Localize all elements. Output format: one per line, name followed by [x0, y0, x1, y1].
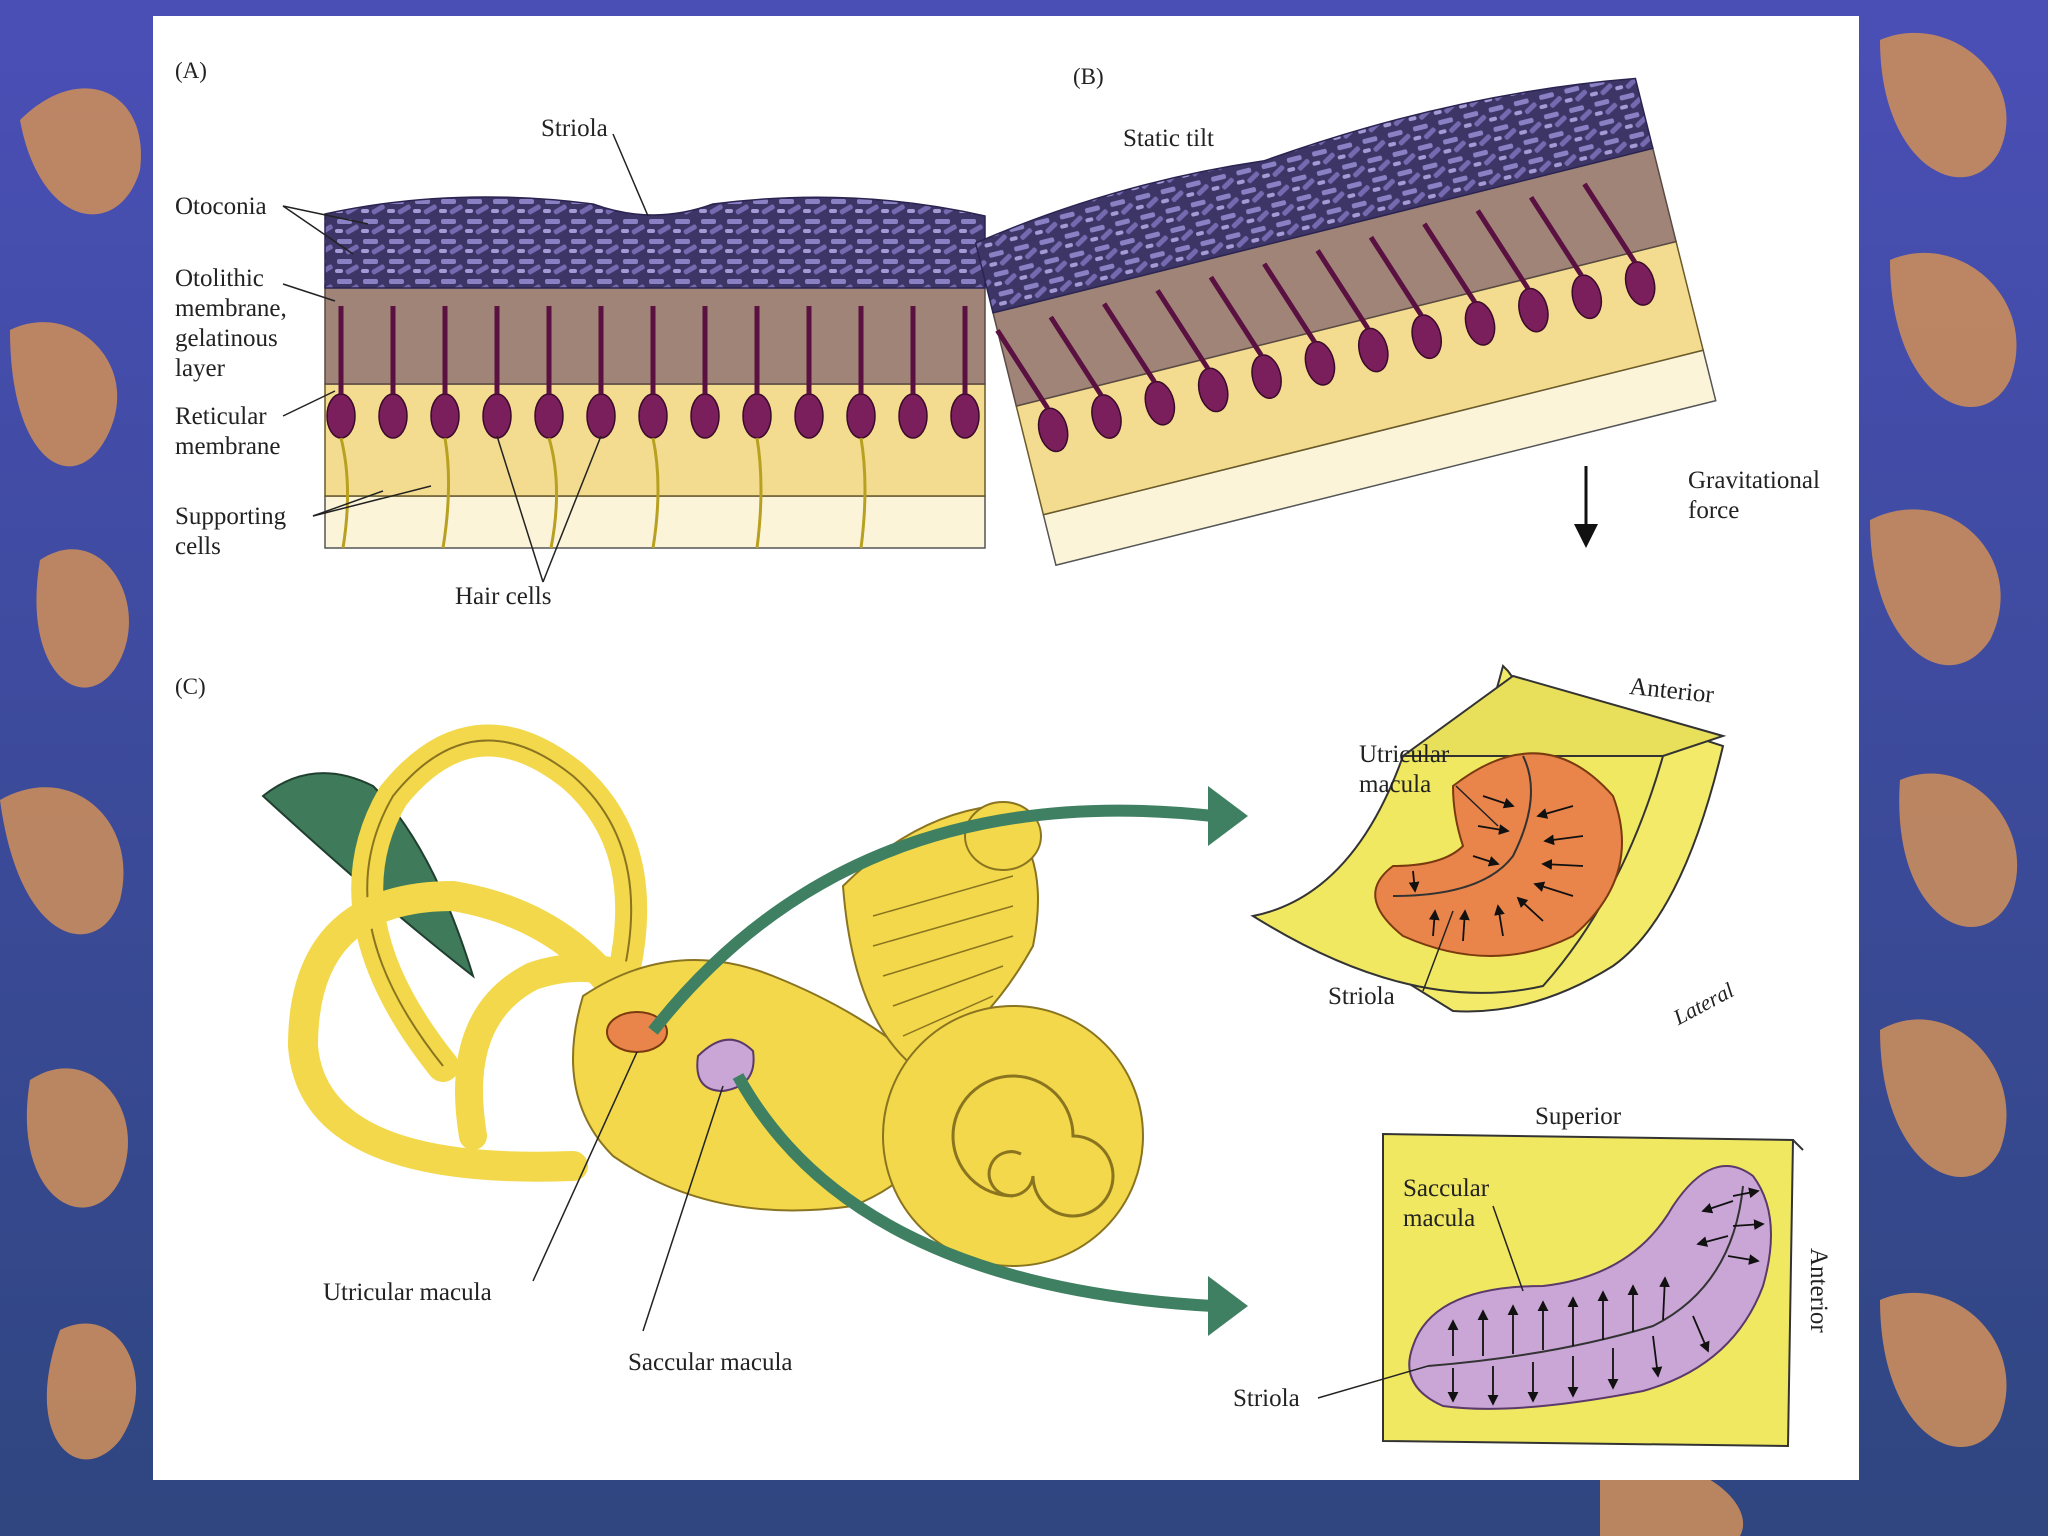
panel-b-illustration — [974, 77, 1717, 567]
semicircular-canal-posterior — [287, 880, 648, 1182]
utricular-macula-shape — [1374, 752, 1623, 957]
utricle-detail — [1250, 664, 1727, 1013]
utricle-polarity-arrows — [1408, 795, 1584, 942]
label-utricular-macula-detail: Utricular macula — [1359, 741, 1450, 798]
utricle-sheet-back — [1399, 674, 1727, 757]
green-arrow-to-saccule — [732, 1073, 1214, 1312]
label-reticular-membrane: Reticular membrane — [175, 403, 281, 460]
panel-c-label: (C) — [175, 674, 206, 699]
panel-a-illustration — [282, 133, 986, 583]
label-superior: Superior — [1535, 1103, 1622, 1130]
label-supporting-cells: Supporting cells — [175, 503, 287, 560]
leaf-shape — [26, 1068, 128, 1208]
label-anterior-side: Anterior — [1805, 1248, 1832, 1333]
label-striola-a: Striola — [541, 115, 608, 142]
otoconia-layer — [974, 77, 1654, 314]
leaf-shape — [46, 1323, 137, 1460]
saccule-striola-line — [1427, 1185, 1744, 1367]
label-striola-saccule: Striola — [1233, 1385, 1300, 1412]
leader-lines-saccule — [1317, 1205, 1524, 1399]
green-arrowhead-saccule — [1208, 1276, 1248, 1336]
stereocilia-b — [995, 182, 1637, 410]
leaf-shape — [1870, 509, 2001, 666]
saccule-polarity-arrows-up — [1447, 1276, 1670, 1356]
green-arrow-to-utricle — [648, 804, 1214, 1035]
semicircular-canal-anterior-outline — [366, 739, 633, 1067]
nerve-striations — [872, 875, 1014, 1037]
hair-cells-b — [1037, 261, 1656, 453]
panel-b-label: (B) — [1073, 64, 1104, 89]
label-otolithic-membrane: Otolithic membrane, gelatinous layer — [175, 265, 287, 382]
leader-lines-c — [532, 1051, 724, 1332]
diagram-artwork — [261, 77, 1804, 1448]
leader-lines-utricle — [1422, 785, 1499, 992]
leaf-shape — [1880, 1019, 2007, 1177]
otoconia-layer — [324, 196, 986, 289]
leaf-shape — [1880, 32, 2007, 178]
labyrinth-illustration — [261, 724, 1144, 1332]
utricle-striola-line — [1392, 755, 1532, 897]
leaf-shape — [36, 549, 129, 688]
leaf-shape — [10, 322, 118, 467]
label-static-tilt: Static tilt — [1123, 125, 1214, 152]
figure-panel: (A) (B) (C) Striola Otoconia Otolithic m… — [153, 16, 1859, 1480]
leaf-shape — [0, 787, 124, 935]
label-saccular-macula-detail: Saccular macula — [1403, 1175, 1490, 1232]
label-hair-cells: Hair cells — [455, 583, 552, 610]
label-otoconia: Otoconia — [175, 193, 267, 220]
saccule-detail — [1317, 1132, 1804, 1448]
cochlea — [882, 1005, 1144, 1267]
saccule-polarity-arrows-horizontal — [1696, 1187, 1765, 1265]
panel-a-label: (A) — [175, 58, 207, 83]
saccule-sheet-edge — [1792, 1139, 1804, 1151]
leaf-shape — [1890, 252, 2017, 407]
label-saccular-macula-main: Saccular macula — [628, 1349, 793, 1376]
nerve-fibers-a — [339, 437, 867, 549]
leaf-shape — [1600, 1461, 1744, 1536]
green-arrowhead-utricle — [1208, 786, 1248, 846]
leaf-shape — [20, 88, 141, 215]
label-striola-utricle: Striola — [1328, 983, 1395, 1010]
leader-lines-a — [282, 133, 649, 583]
label-gravitational-force: Gravitational force — [1688, 467, 1820, 524]
leaf-shape — [1899, 773, 2018, 927]
saccular-macula-shape — [1408, 1165, 1772, 1410]
vestibular-nerve — [841, 804, 1039, 1068]
label-utricular-macula-main: Utricular macula — [323, 1279, 492, 1306]
saccule-polarity-arrows-down — [1447, 1315, 1710, 1406]
stereocilia-a — [338, 306, 968, 394]
leaf-shape — [1880, 1292, 2007, 1447]
